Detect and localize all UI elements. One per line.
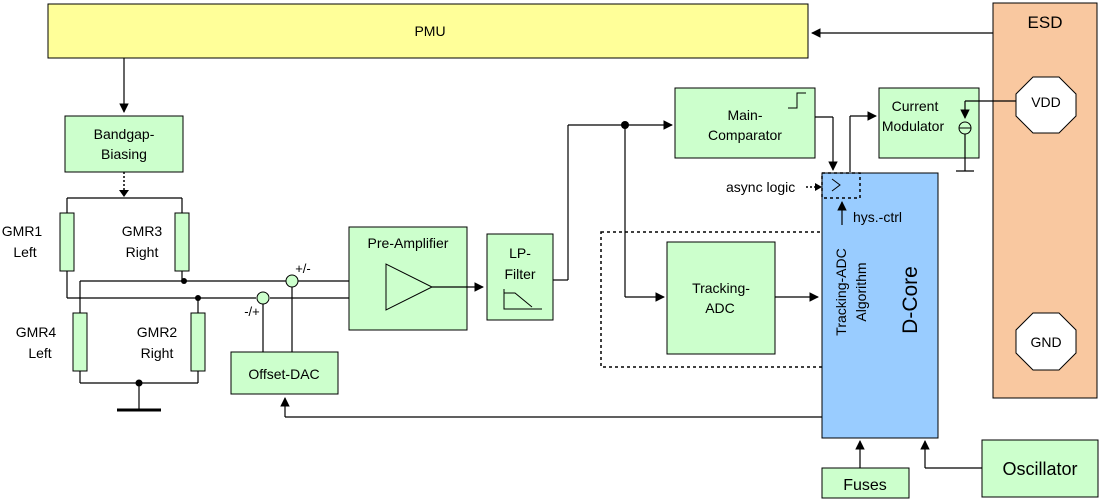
vdd-label: VDD — [1031, 94, 1061, 110]
d-core-block — [821, 172, 939, 439]
bandgap-label-line1: Bandgap- — [94, 126, 155, 142]
gmr3-label-line1: GMR3 — [122, 223, 163, 239]
oscillator-label: Oscillator — [1002, 459, 1077, 479]
gmr3-resistor — [174, 212, 190, 272]
amplifier-symbol — [385, 263, 434, 311]
current-modulator-label-line2: Modulator — [882, 118, 945, 134]
tracking-algorithm-label-line2: Algorithm — [853, 262, 869, 321]
sum-node-minus — [256, 291, 270, 305]
tracking-adc-label-line2: ADC — [705, 300, 735, 316]
minus-plus-label: -/+ — [244, 304, 260, 319]
plus-minus-label: +/- — [295, 261, 311, 276]
bandgap-label-line2: Biasing — [101, 146, 147, 162]
gnd-pad — [1015, 312, 1077, 371]
pre-amplifier-label: Pre-Amplifier — [368, 235, 449, 251]
lp-filter-label-line2: Filter — [504, 266, 535, 282]
tracking-adc-label-line1: Tracking- — [692, 280, 750, 296]
lp-filter-label-line1: LP- — [509, 245, 531, 261]
lp-filter-block — [486, 233, 554, 321]
fuses-label: Fuses — [843, 477, 887, 494]
gmr3-label-line2: Right — [126, 244, 159, 260]
gmr2-label-line2: Right — [141, 345, 174, 361]
fuses-block — [821, 467, 910, 499]
gmr4-label-line2: Left — [28, 345, 51, 361]
gmr1-label-line1: GMR1 — [2, 223, 43, 239]
lowpass-icon — [503, 289, 542, 310]
main-comparator-block — [674, 87, 816, 159]
bandgap-block — [64, 115, 184, 173]
gmr1-label-line2: Left — [13, 244, 36, 260]
esd-label: ESD — [1028, 13, 1063, 32]
gmr2-label-line1: GMR2 — [137, 324, 178, 340]
tracking-algorithm-label-line1: Tracking-ADC — [833, 248, 849, 335]
gmr4-resistor — [72, 312, 88, 372]
gnd-label: GND — [1030, 334, 1061, 350]
sum-node-plus — [285, 274, 299, 288]
async-arrow-icon — [831, 178, 841, 192]
oscillator-block — [981, 439, 1099, 498]
tracking-adc-block — [666, 241, 776, 355]
pmu-label: PMU — [414, 23, 445, 39]
gmr1-resistor — [59, 212, 75, 272]
offset-dac-block — [230, 351, 339, 395]
d-core-label: D-Core — [899, 266, 922, 334]
async-logic-box — [821, 172, 861, 199]
hys-ctrl-label: hys.-ctrl — [853, 209, 902, 225]
main-comparator-label-line2: Comparator — [708, 127, 782, 143]
main-comparator-label-line1: Main- — [727, 107, 762, 123]
async-logic-label: async logic — [726, 179, 795, 195]
gmr4-label-line1: GMR4 — [16, 324, 57, 340]
offset-dac-label: Offset-DAC — [248, 366, 319, 382]
pmu-block — [47, 3, 809, 59]
tracking-adc-region — [600, 231, 876, 368]
current-modulator-label-line1: Current — [892, 98, 939, 114]
gmr2-resistor — [190, 312, 206, 372]
